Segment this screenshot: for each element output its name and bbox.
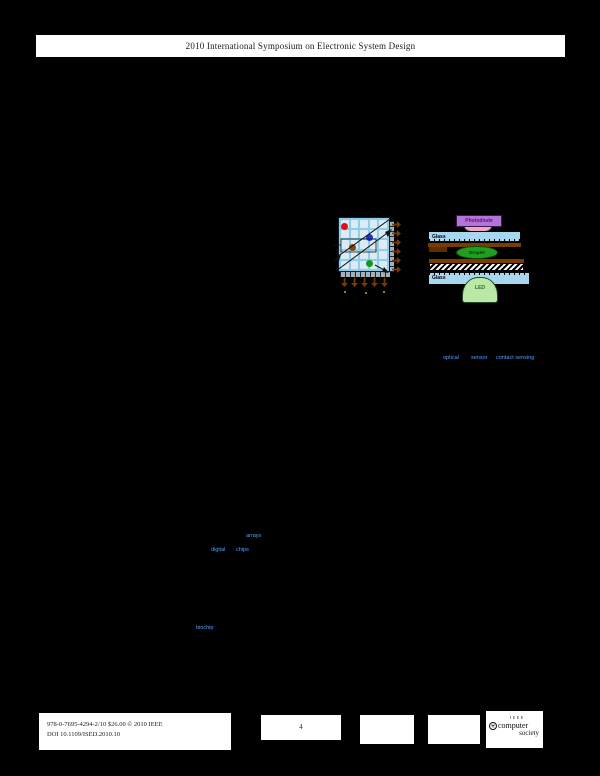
solder-speck	[365, 292, 367, 294]
grid-cell	[379, 240, 387, 249]
page-number: 4	[261, 715, 341, 740]
droplet-dot-blue	[366, 234, 373, 241]
dimension-mark-left	[433, 286, 437, 289]
route-arrows-overlay	[334, 218, 392, 273]
io-pin-bottom	[371, 278, 378, 287]
grid-cell	[360, 240, 368, 249]
droplet-dot-green	[366, 260, 373, 267]
grid-cell	[341, 250, 349, 259]
io-pin-bottom	[341, 278, 348, 287]
grid-cell	[369, 250, 378, 259]
grid-cell	[341, 240, 349, 249]
grid-cell	[369, 260, 378, 269]
conference-header: 2010 International Symposium on Electron…	[36, 35, 565, 57]
io-pin-bottom	[361, 278, 368, 287]
grid-cell	[350, 220, 359, 229]
logo-society-text: society	[519, 729, 539, 737]
grid-cell	[369, 230, 378, 239]
electrode-bar-bottom	[429, 259, 524, 263]
copyright-line2: DOI 10.1109/ISED.2010.10	[47, 730, 121, 738]
footer-blank-box-2	[428, 715, 480, 744]
grid-cell	[369, 240, 378, 249]
photodiode-box: Photodiode	[456, 215, 502, 227]
electrode-ticks	[429, 239, 520, 241]
io-pin-bottom	[381, 278, 388, 287]
link-fragment[interactable]: contact sensing	[496, 355, 535, 361]
pin-strip-bottom	[340, 272, 390, 277]
link-fragment[interactable]: optical	[443, 355, 459, 361]
link-fragment[interactable]: digital	[211, 547, 226, 553]
electrode-bar-top	[428, 243, 521, 247]
contact-step	[429, 247, 447, 252]
droplet-dot-brown	[349, 244, 356, 251]
glass-layer-top: Glass	[428, 231, 521, 242]
glass-bottom-label: Glass	[432, 275, 446, 281]
grid-cell	[350, 230, 359, 239]
led-dome: LED	[462, 277, 498, 303]
io-pin-right	[392, 257, 401, 264]
glass-top-label: Glass	[432, 234, 446, 240]
grid-cell	[379, 250, 387, 259]
dimension-mark-right	[522, 286, 526, 289]
io-pin-right	[392, 230, 401, 237]
footer-blank-box-1	[360, 715, 414, 744]
grid-cell	[350, 260, 359, 269]
grid-cell	[360, 250, 368, 259]
grid-cell	[360, 260, 368, 269]
droplet-ellipse: Droplet	[456, 246, 498, 259]
grid-cell	[360, 220, 368, 229]
link-fragment[interactable]: chips	[236, 547, 249, 553]
io-pin-right	[392, 266, 401, 273]
io-pin-bottom	[351, 278, 358, 287]
grid-cell	[369, 220, 378, 229]
hatched-electrode-layer	[429, 263, 524, 271]
droplet-dot-red	[341, 223, 348, 230]
electrode-ticks	[429, 273, 529, 275]
copyright-box: 978-0-7695-4294-2/10 $26.00 © 2010 IEEE …	[39, 713, 231, 750]
solder-speck	[383, 291, 385, 293]
link-fragment[interactable]: biochip	[196, 625, 214, 631]
io-pin-right	[392, 239, 401, 246]
gear-circle-icon: ✳	[489, 721, 497, 730]
io-pin-right	[392, 248, 401, 255]
pin-strip-right	[390, 221, 394, 272]
ieee-computer-society-logo: IEEE ✳ computer society	[486, 711, 543, 748]
grid-cell	[379, 230, 387, 239]
io-pin-right	[392, 221, 401, 228]
grid-cell	[360, 230, 368, 239]
link-fragment[interactable]: arrays	[246, 533, 262, 539]
grid-cell	[341, 230, 349, 239]
logo-computer-text: computer	[498, 721, 529, 730]
grid-cell	[379, 260, 387, 269]
copyright-line1: 978-0-7695-4294-2/10 $26.00 © 2010 IEEE	[47, 721, 163, 728]
logo-ieee-text: IEEE	[510, 715, 525, 720]
link-fragment[interactable]: sensor	[471, 355, 488, 361]
grid-cell	[350, 250, 359, 259]
solder-speck	[344, 291, 346, 293]
